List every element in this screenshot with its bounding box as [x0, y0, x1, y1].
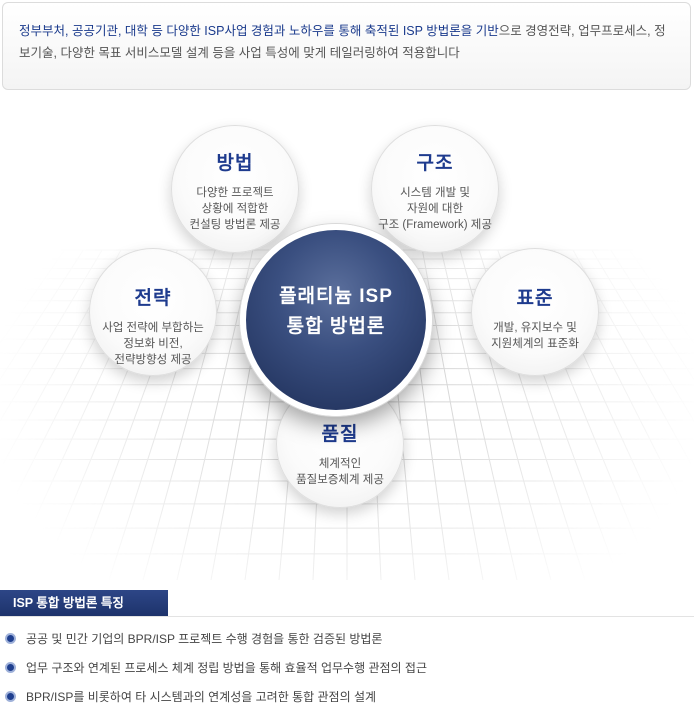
- bullet-icon: [5, 691, 16, 702]
- features-list: 공공 및 민간 기업의 BPR/ISP 프로젝트 수행 경험을 통한 검증된 방…: [5, 630, 427, 717]
- strategy-desc: 사업 전략에 부합하는 정보화 비전, 전략방향성 제공: [102, 322, 204, 366]
- features-divider: [0, 616, 694, 617]
- intro-box: 정부부처, 공공기관, 대학 등 다양한 ISP사업 경험과 노하우를 통해 축…: [2, 2, 691, 90]
- intro-highlight: 정부부처, 공공기관, 대학 등 다양한 ISP사업 경험과 노하우를 통해 축…: [19, 24, 499, 38]
- strategy-title: 전략: [134, 288, 172, 309]
- bullet-icon: [5, 633, 16, 644]
- structure-title: 구조: [416, 153, 454, 174]
- standard-desc: 개발, 유지보수 및 지원체계의 표준화: [491, 322, 579, 350]
- structure-desc: 시스템 개발 및 자원에 대한 구조 (Framework) 제공: [378, 187, 492, 231]
- quality-desc: 체계적인 품질보증체계 제공: [296, 458, 384, 486]
- feature-item: 공공 및 민간 기업의 BPR/ISP 프로젝트 수행 경험을 통한 검증된 방…: [5, 630, 427, 659]
- center-title: 플래티늄 ISP 통합 방법론: [279, 286, 393, 337]
- method-circle: 방법 다양한 프로젝트 상황에 적합한 컨설팅 방법론 제공: [171, 125, 299, 253]
- center-circle: 플래티늄 ISP 통합 방법론: [240, 224, 432, 416]
- feature-item: 업무 구조와 연계된 프로세스 체계 정립 방법을 통해 효율적 업무수행 관점…: [5, 659, 427, 688]
- standard-title: 표준: [516, 288, 554, 309]
- feature-item: BPR/ISP를 비롯하여 타 시스템과의 연계성을 고려한 통합 관점의 설계: [5, 688, 427, 717]
- feature-text: BPR/ISP를 비롯하여 타 시스템과의 연계성을 고려한 통합 관점의 설계: [26, 690, 377, 704]
- quality-title: 품질: [321, 424, 359, 445]
- feature-text: 업무 구조와 연계된 프로세스 체계 정립 방법을 통해 효율적 업무수행 관점…: [26, 661, 427, 675]
- structure-circle: 구조 시스템 개발 및 자원에 대한 구조 (Framework) 제공: [371, 125, 499, 253]
- strategy-circle: 전략 사업 전략에 부합하는 정보화 비전, 전략방향성 제공: [89, 248, 217, 376]
- method-title: 방법: [216, 153, 254, 174]
- features-heading: ISP 통합 방법론 특징: [0, 590, 168, 617]
- bullet-icon: [5, 662, 16, 673]
- standard-circle: 표준 개발, 유지보수 및 지원체계의 표준화: [471, 248, 599, 376]
- intro-text: 으로 경영전략, 업무프로세스, 정보기술, 다양한 목표 서비스모델 설계 등…: [19, 24, 666, 60]
- feature-text: 공공 및 민간 기업의 BPR/ISP 프로젝트 수행 경험을 통한 검증된 방…: [26, 632, 383, 646]
- method-desc: 다양한 프로젝트 상황에 적합한 컨설팅 방법론 제공: [189, 187, 281, 231]
- methodology-diagram: 방법 다양한 프로젝트 상황에 적합한 컨설팅 방법론 제공 구조 시스템 개발…: [0, 100, 694, 580]
